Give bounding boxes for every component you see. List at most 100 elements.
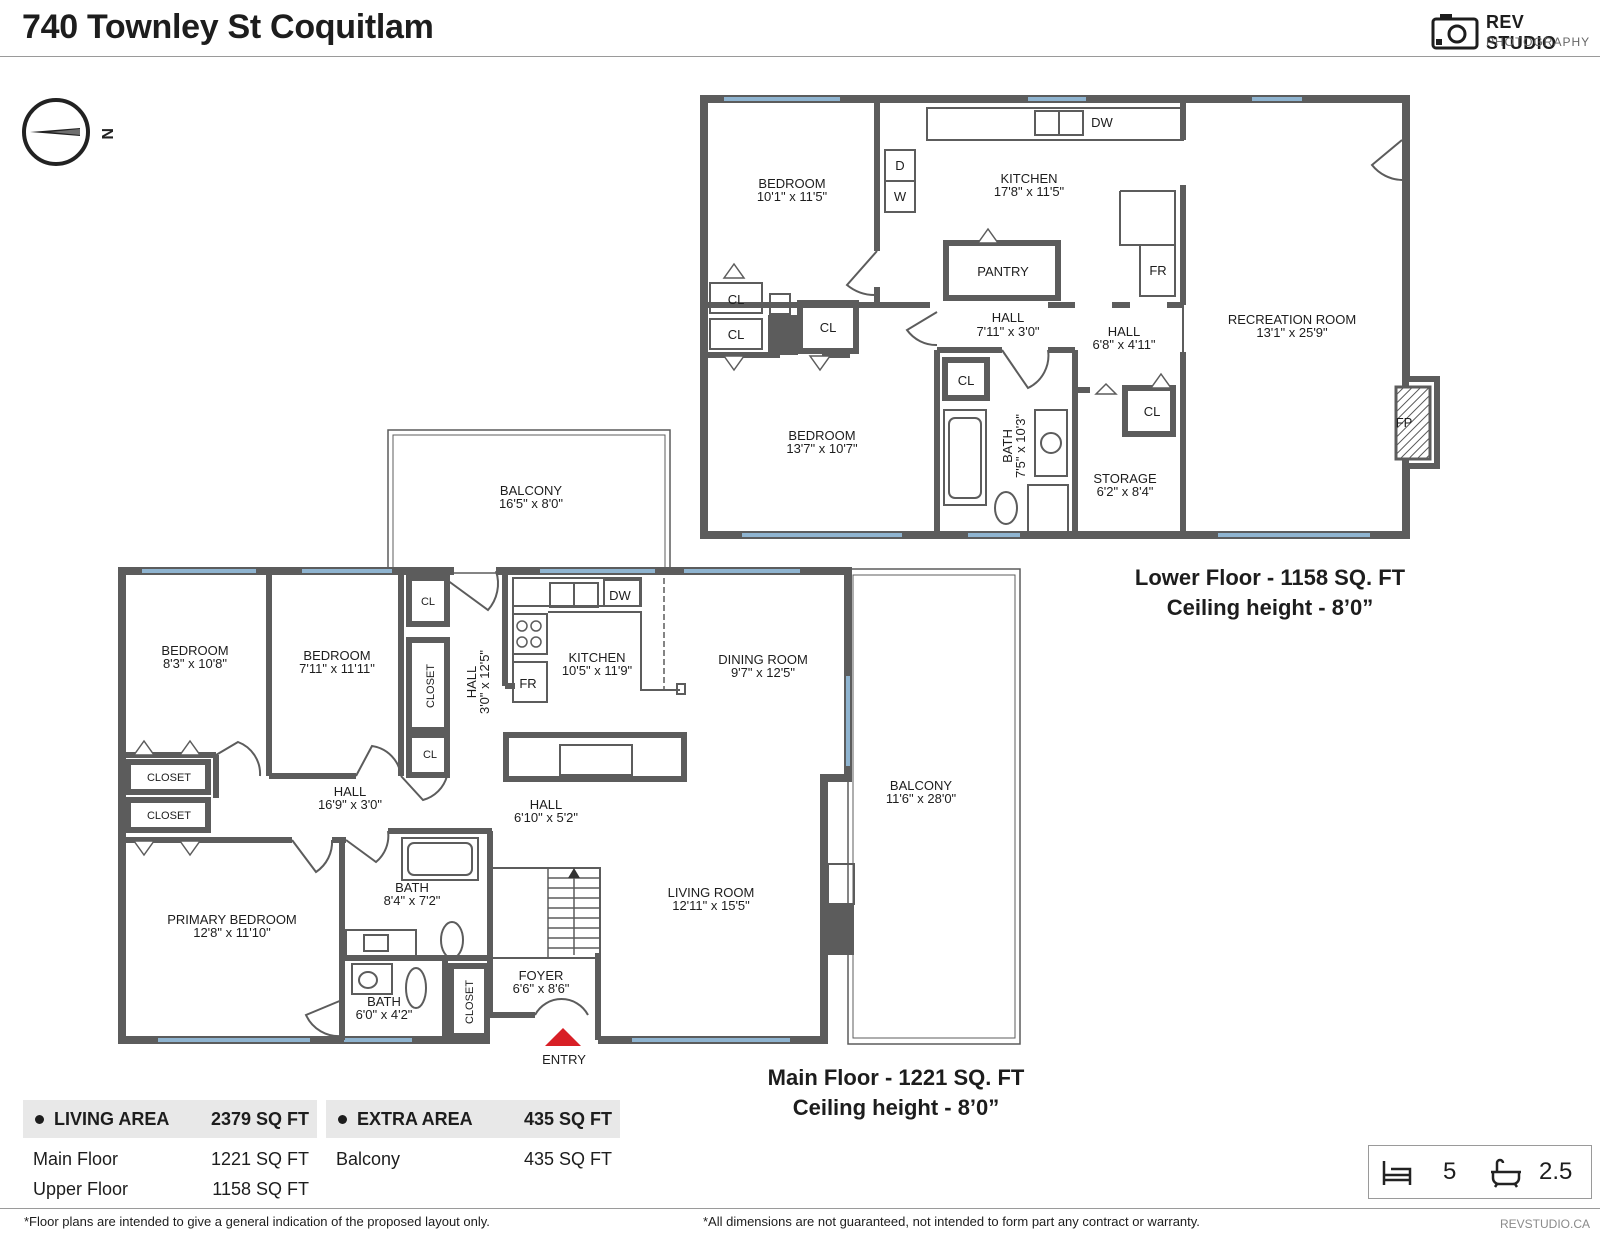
- row-value: 1158 SQ FT: [212, 1178, 309, 1199]
- room-dimensions: 13'7" x 10'7": [786, 441, 858, 456]
- camera-icon: [1431, 14, 1479, 50]
- room-dimensions: 7'5" x 10'3": [1013, 414, 1028, 478]
- room-dimensions: 6'10" x 5'2": [514, 810, 578, 825]
- main-floor-area: Main Floor - 1221 SQ. FT: [767, 1065, 1025, 1090]
- row-label: Upper Floor: [33, 1178, 129, 1199]
- bed-count: 5: [1443, 1158, 1457, 1185]
- main-floor-caption: Main Floor - 1221 SQ. FT Ceiling height …: [746, 1063, 1046, 1123]
- living-area-total: 2379 SQ FT: [210, 1108, 309, 1129]
- room-dimensions: 16'5" x 8'0": [499, 496, 563, 511]
- room-dimensions: 11'6" x 28'0": [886, 791, 957, 806]
- extra-area-table: EXTRA AREA 435 SQ FT Balcony 435 SQ FT: [326, 1100, 620, 1174]
- room-label: FOYER: [519, 968, 564, 983]
- header-divider: [0, 56, 1600, 57]
- main-windows: [142, 569, 850, 1042]
- closet-label: CL: [958, 373, 975, 388]
- room-label: BEDROOM: [161, 643, 228, 658]
- room-label: PANTRY: [977, 264, 1029, 279]
- room-label: BEDROOM: [788, 428, 855, 443]
- bath-count: 2.5: [1539, 1158, 1573, 1185]
- room-label: BATH: [367, 994, 401, 1009]
- room-dimensions: 16'9" x 3'0": [318, 797, 382, 812]
- room-dimensions: 6'8" x 4'11": [1092, 337, 1155, 352]
- room-label: BEDROOM: [303, 648, 370, 663]
- room-label: BEDROOM: [758, 176, 825, 191]
- extra-area-header: EXTRA AREA 435 SQ FT: [326, 1100, 620, 1138]
- living-area-table: LIVING AREA 2379 SQ FT Main Floor 1221 S…: [23, 1100, 317, 1204]
- room-label: HALL: [530, 797, 563, 812]
- bathtub-icon: [1491, 1158, 1521, 1188]
- lower-room-labels: BEDROOM 10'1" x 11'5" KITCHEN 17'8" x 11…: [728, 115, 1413, 499]
- room-dimensions: 13'1" x 25'9": [1256, 325, 1328, 340]
- dimension-disclaimer: *All dimensions are not guaranteed, not …: [703, 1214, 1200, 1229]
- website-link[interactable]: REVSTUDIO.CA: [1499, 1217, 1590, 1231]
- closet-label: CL: [423, 749, 437, 761]
- room-dimensions: 12'8" x 11'10": [193, 925, 271, 940]
- room-dimensions: 7'11" x 11'11": [299, 661, 375, 676]
- row-value: 435 SQ FT: [523, 1148, 612, 1169]
- room-dimensions: 12'11" x 15'5": [672, 898, 750, 913]
- room-label: KITCHEN: [1000, 171, 1057, 186]
- table-row: Balcony 435 SQ FT: [326, 1144, 620, 1174]
- row-value: 1221 SQ FT: [210, 1148, 309, 1169]
- room-label: BATH: [395, 880, 429, 895]
- room-dimensions: 8'3" x 10'8": [163, 656, 227, 671]
- table-row: Upper Floor 1158 SQ FT: [23, 1174, 317, 1204]
- row-label: Main Floor: [33, 1148, 119, 1169]
- room-dimensions: 6'0" x 4'2": [356, 1007, 413, 1022]
- room-label: BATH: [1000, 429, 1015, 463]
- room-dimensions: 10'1" x 11'5": [757, 189, 828, 204]
- fireplace-label: FP: [1396, 415, 1413, 430]
- layout-disclaimer: *Floor plans are intended to give a gene…: [24, 1214, 490, 1229]
- room-dimensions: 6'6" x 8'6": [513, 981, 570, 996]
- bed-icon: [1382, 1161, 1412, 1185]
- brand-logo: REV STUDIO PHOTOGRAPHY: [1430, 9, 1590, 53]
- closet-label: CLOSET: [147, 772, 191, 784]
- extra-area-total: 435 SQ FT: [523, 1108, 612, 1129]
- bullet-icon: [35, 1115, 44, 1125]
- page-title: 740 Townley St Coquitlam: [22, 8, 434, 46]
- closet-label: CL: [728, 327, 745, 342]
- compass-icon: N: [22, 98, 115, 166]
- closet-label: CL: [1144, 404, 1161, 419]
- room-label: KITCHEN: [568, 650, 625, 665]
- lower-floor-area: Lower Floor - 1158 SQ. FT: [1134, 565, 1406, 590]
- room-label: HALL: [992, 310, 1025, 325]
- dishwasher-label: DW: [1091, 115, 1113, 130]
- compass-north-label: N: [98, 128, 115, 140]
- room-label: STORAGE: [1093, 471, 1157, 486]
- room-label: HALL: [464, 666, 479, 699]
- closet-label: CL: [820, 320, 837, 335]
- washer-label: W: [894, 189, 907, 204]
- fridge-label: FR: [1149, 263, 1166, 278]
- bed-bath-summary: 5 2.5: [1368, 1145, 1592, 1199]
- dishwasher-label: DW: [609, 588, 631, 603]
- room-label: RECREATION ROOM: [1228, 312, 1356, 327]
- brand-subtitle: PHOTOGRAPHY: [1486, 35, 1591, 49]
- table-row: Main Floor 1221 SQ FT: [23, 1144, 317, 1174]
- room-dimensions: 3'0" x 12'5": [477, 650, 492, 714]
- dryer-label: D: [895, 158, 904, 173]
- lower-floor-ceiling: Ceiling height - 8’0”: [1166, 595, 1374, 620]
- main-floor-ceiling: Ceiling height - 8’0”: [792, 1095, 1000, 1120]
- fridge-label: FR: [519, 676, 536, 691]
- compass: N: [22, 96, 122, 173]
- room-dimensions: 7'11" x 3'0": [976, 324, 1039, 339]
- living-area-header: LIVING AREA 2379 SQ FT: [23, 1100, 317, 1138]
- room-label: PRIMARY BEDROOM: [167, 912, 297, 927]
- main-floor-plan: [118, 429, 1021, 1045]
- lower-windows: [724, 97, 1370, 537]
- closet-label: CLOSET: [464, 980, 476, 1024]
- room-dimensions: 9'7" x 12'5": [731, 665, 795, 680]
- entry-marker: [545, 1028, 581, 1046]
- entry-label: ENTRY: [542, 1052, 586, 1067]
- room-dimensions: 17'8" x 11'5": [994, 184, 1065, 199]
- main-room-labels: BALCONY 16'5" x 8'0" BEDROOM 8'3" x 10'8…: [147, 483, 957, 1067]
- closet-label: CLOSET: [425, 664, 437, 708]
- room-dimensions: 8'4" x 7'2": [384, 893, 441, 908]
- room-label: HALL: [1108, 324, 1141, 339]
- room-dimensions: 6'2" x 8'4": [1097, 484, 1154, 499]
- room-label: DINING ROOM: [718, 652, 808, 667]
- room-label: BALCONY: [500, 483, 562, 498]
